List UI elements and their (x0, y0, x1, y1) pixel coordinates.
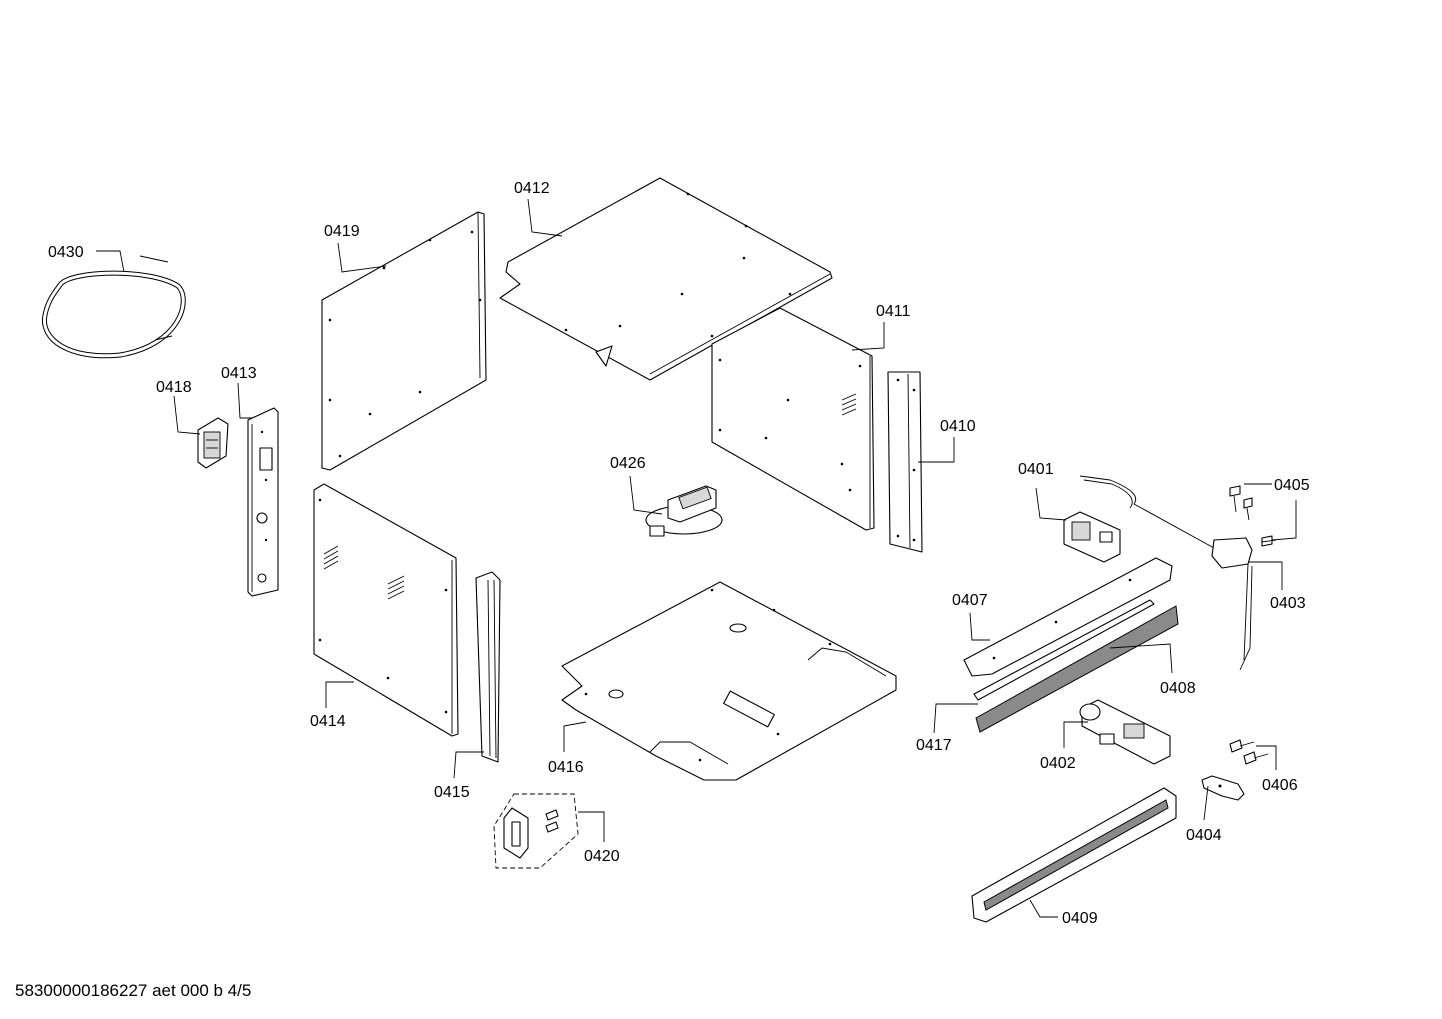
label-0403: 0403 (1270, 595, 1306, 612)
label-0402: 0402 (1040, 755, 1076, 772)
vent-slots (841, 393, 857, 416)
part-0415-rail (475, 571, 501, 763)
label-0414: 0414 (310, 713, 346, 730)
part-0405-screws (1229, 485, 1277, 547)
label-0405: 0405 (1274, 477, 1310, 494)
part-0419-side-panel (321, 211, 487, 471)
vent-slots-left (323, 545, 339, 570)
label-0419: 0419 (324, 223, 360, 240)
part-0412-top-panel (499, 177, 833, 381)
label-0410: 0410 (940, 418, 976, 435)
part-0417-strip (973, 599, 1155, 701)
part-0406-screws (1229, 739, 1269, 765)
label-0408: 0408 (1160, 680, 1196, 697)
label-0426: 0426 (610, 455, 646, 472)
label-0420: 0420 (584, 848, 620, 865)
part-0426-fan-motor (645, 485, 723, 537)
label-0401: 0401 (1018, 461, 1054, 478)
part-0414-side-panel (313, 483, 459, 737)
part-0420-bracket-kit (493, 793, 579, 869)
part-0408-mesh-strip (975, 605, 1179, 733)
drawing-id-footer: 58300000186227 aet 000 b 4/5 (15, 981, 252, 1000)
label-0412: 0412 (514, 180, 550, 197)
part-0418-terminal-box (197, 417, 229, 469)
label-0409: 0409 (1062, 910, 1098, 927)
vent-slots-center (387, 575, 405, 600)
part-0409-long-rail (971, 787, 1177, 923)
label-0407: 0407 (952, 592, 988, 609)
part-0401-ignition-unit (1063, 511, 1121, 563)
label-0411: 0411 (876, 303, 911, 320)
leader-lines (96, 198, 1297, 918)
label-0430: 0430 (48, 244, 84, 261)
label-0418: 0418 (156, 379, 192, 396)
part-0407-shield (963, 557, 1173, 677)
part-0404-bracket (1201, 775, 1245, 801)
part-0413-side-strip (247, 407, 279, 597)
label-0413: 0413 (221, 365, 257, 382)
part-0430-cable (41, 255, 186, 359)
part-0416-bottom-tray (561, 581, 897, 781)
label-0406: 0406 (1262, 777, 1298, 794)
part-0403-sensor (1079, 475, 1253, 671)
label-0404: 0404 (1186, 827, 1222, 844)
part-0411-side-panel (711, 307, 875, 531)
label-0416: 0416 (548, 759, 584, 776)
label-0415: 0415 (434, 784, 470, 801)
part-0410-rail (887, 371, 923, 553)
label-0417: 0417 (916, 737, 952, 754)
part-labels: 0430 0418 0413 0419 0412 0411 0410 0426 … (48, 180, 1310, 927)
part-0402-burner (1079, 699, 1171, 765)
